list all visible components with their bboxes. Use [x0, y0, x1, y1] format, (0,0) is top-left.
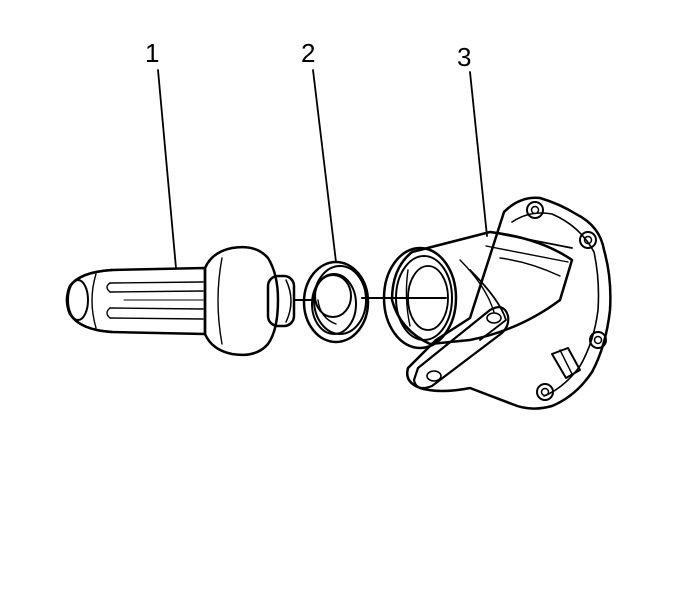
callout-3: 3 [457, 42, 471, 72]
oil-seal-icon [302, 260, 370, 344]
leader-line-2 [312, 69, 337, 263]
leader-line-1 [157, 69, 177, 269]
callout-2: 2 [301, 38, 315, 68]
extension-housing-icon [382, 196, 612, 410]
leader-line-3 [469, 71, 488, 237]
seal-installer-tool-icon [65, 245, 296, 357]
callout-1: 1 [145, 38, 159, 68]
